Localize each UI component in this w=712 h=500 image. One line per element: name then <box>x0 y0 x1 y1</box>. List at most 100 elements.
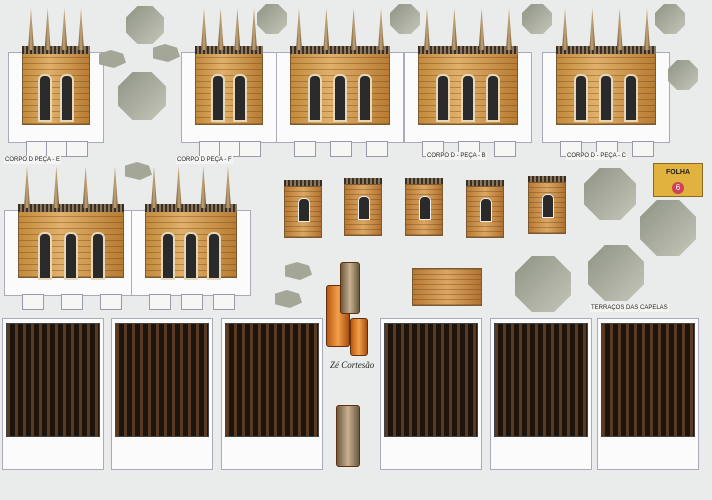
spire <box>589 8 596 50</box>
roof-octagon <box>668 60 698 90</box>
glue-tab <box>46 141 68 157</box>
tower-piece <box>4 166 138 310</box>
folha-number: 6 <box>672 182 684 194</box>
window-grid-panel <box>6 323 100 437</box>
battlement <box>284 180 322 187</box>
gothic-window <box>461 74 475 122</box>
battlement <box>18 204 124 212</box>
gothic-window <box>60 74 75 122</box>
battlement <box>556 46 656 54</box>
tower-piece <box>181 8 277 157</box>
stone-fragment <box>275 290 302 308</box>
spire <box>562 8 568 50</box>
turret-piece <box>350 318 368 356</box>
glue-tab <box>100 294 122 310</box>
small-tower-piece <box>528 168 566 240</box>
roof-octagon <box>655 4 685 34</box>
battlement <box>290 46 390 54</box>
gothic-window <box>480 198 492 222</box>
gothic-window <box>37 232 52 280</box>
window-grid-panel <box>494 323 588 437</box>
stone-fragment <box>153 44 180 62</box>
small-tower-piece <box>466 172 504 244</box>
spire <box>234 8 241 50</box>
stone-fragment <box>99 50 126 68</box>
roof-octagon <box>126 6 164 44</box>
tower-piece <box>542 8 670 157</box>
spire <box>175 166 182 208</box>
spire <box>201 8 207 50</box>
spire <box>82 166 89 208</box>
gothic-window <box>90 232 105 280</box>
label-corpo-d-peca-c: CORPO D - PEÇA - C <box>566 152 628 160</box>
tower-piece <box>404 8 532 157</box>
brick-strip <box>412 268 482 306</box>
window-grid-panel <box>384 323 478 437</box>
turret-piece <box>340 262 360 314</box>
spire <box>78 8 84 50</box>
glue-tab <box>22 294 44 310</box>
spire <box>323 8 330 50</box>
stone-fragment <box>285 262 312 280</box>
brick-wall <box>405 184 443 236</box>
small-tower-piece <box>405 170 443 242</box>
roof-octagon <box>118 72 166 120</box>
window-grid-panel <box>601 323 695 437</box>
glue-tab <box>181 294 203 310</box>
battlement <box>145 204 237 212</box>
gothic-window <box>599 74 613 122</box>
battlement <box>528 176 566 183</box>
glue-tab <box>330 141 352 157</box>
label-corpo-d-peca-b: CORPO D - PEÇA - B <box>426 152 487 160</box>
spire <box>112 166 118 208</box>
window-grid-panel <box>225 323 319 437</box>
roof-octagon <box>257 4 287 34</box>
roof-octagon <box>584 168 636 220</box>
spire <box>217 8 224 50</box>
spire <box>225 166 231 208</box>
spire <box>251 8 257 50</box>
gothic-window <box>358 196 370 220</box>
spire <box>424 8 430 50</box>
battlement <box>405 178 443 185</box>
label-corpo-d-peca-e: CORPO D PEÇA - E <box>4 156 62 164</box>
gothic-window <box>574 74 588 122</box>
gothic-window <box>358 74 372 122</box>
sheet-number-badge: FOLHA 6 <box>653 163 703 197</box>
gothic-window <box>161 232 175 280</box>
spire <box>28 8 34 50</box>
spire <box>451 8 458 50</box>
glue-tab <box>219 141 241 157</box>
battlement <box>195 46 263 54</box>
spire <box>151 166 157 208</box>
tower-piece <box>276 8 404 157</box>
roof-octagon <box>390 4 420 34</box>
gothic-window <box>436 74 450 122</box>
spire <box>53 166 60 208</box>
roof-octagon <box>588 245 644 301</box>
glue-tab <box>199 141 221 157</box>
glue-tab <box>294 141 316 157</box>
stone-fragment <box>125 162 152 180</box>
spire <box>378 8 384 50</box>
spire <box>200 166 207 208</box>
label-terracos: TERRAÇOS DAS CAPELAS <box>590 304 669 312</box>
gothic-window <box>624 74 638 122</box>
turret-piece <box>336 405 360 467</box>
battlement <box>466 180 504 187</box>
glue-tab <box>61 294 83 310</box>
battlement <box>418 46 518 54</box>
spire <box>616 8 623 50</box>
spire <box>61 8 68 50</box>
spire <box>644 8 650 50</box>
gothic-window <box>298 198 310 222</box>
glue-tab <box>149 294 171 310</box>
roof-octagon <box>515 256 571 312</box>
glue-tab <box>239 141 261 157</box>
gothic-window <box>333 74 347 122</box>
folha-label: FOLHA <box>665 169 691 176</box>
window-grid-panel <box>115 323 209 437</box>
label-corpo-d-peca-f: CORPO D PEÇA - F <box>176 156 233 164</box>
small-tower-piece <box>284 172 322 244</box>
spire <box>24 166 30 208</box>
